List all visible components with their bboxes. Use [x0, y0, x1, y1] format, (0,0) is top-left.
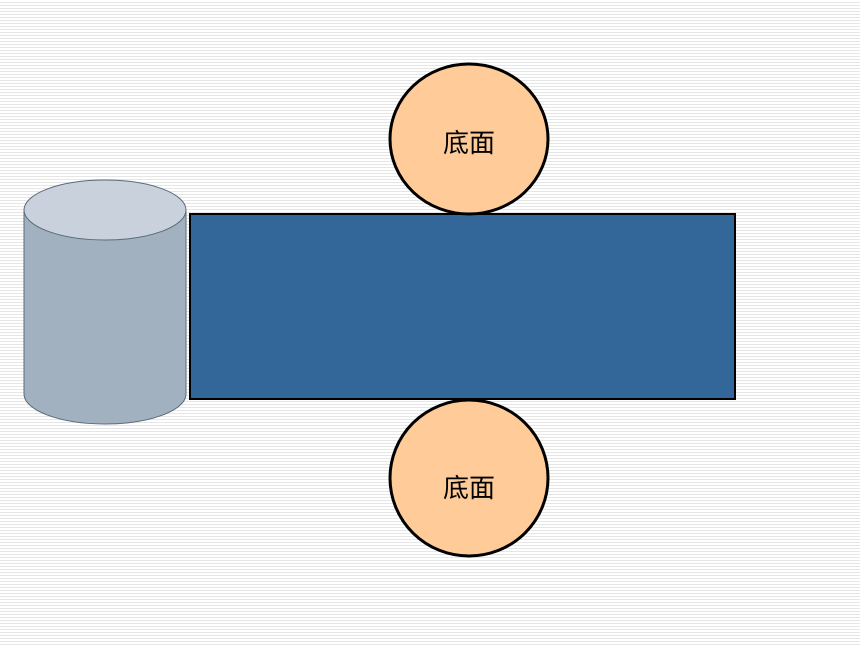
cylinder-body — [23, 209, 187, 425]
bottom-base-label: 底面 — [443, 474, 495, 504]
top-base-label: 底面 — [443, 129, 495, 159]
cylinder-top-face — [23, 179, 187, 241]
lateral-surface-rect — [189, 213, 736, 400]
cylinder-3d — [23, 179, 187, 425]
top-base: 底面 — [388, 62, 550, 216]
top-base-circle — [388, 62, 550, 216]
bottom-base: 底面 — [388, 398, 550, 558]
bottom-base-circle — [388, 398, 550, 558]
